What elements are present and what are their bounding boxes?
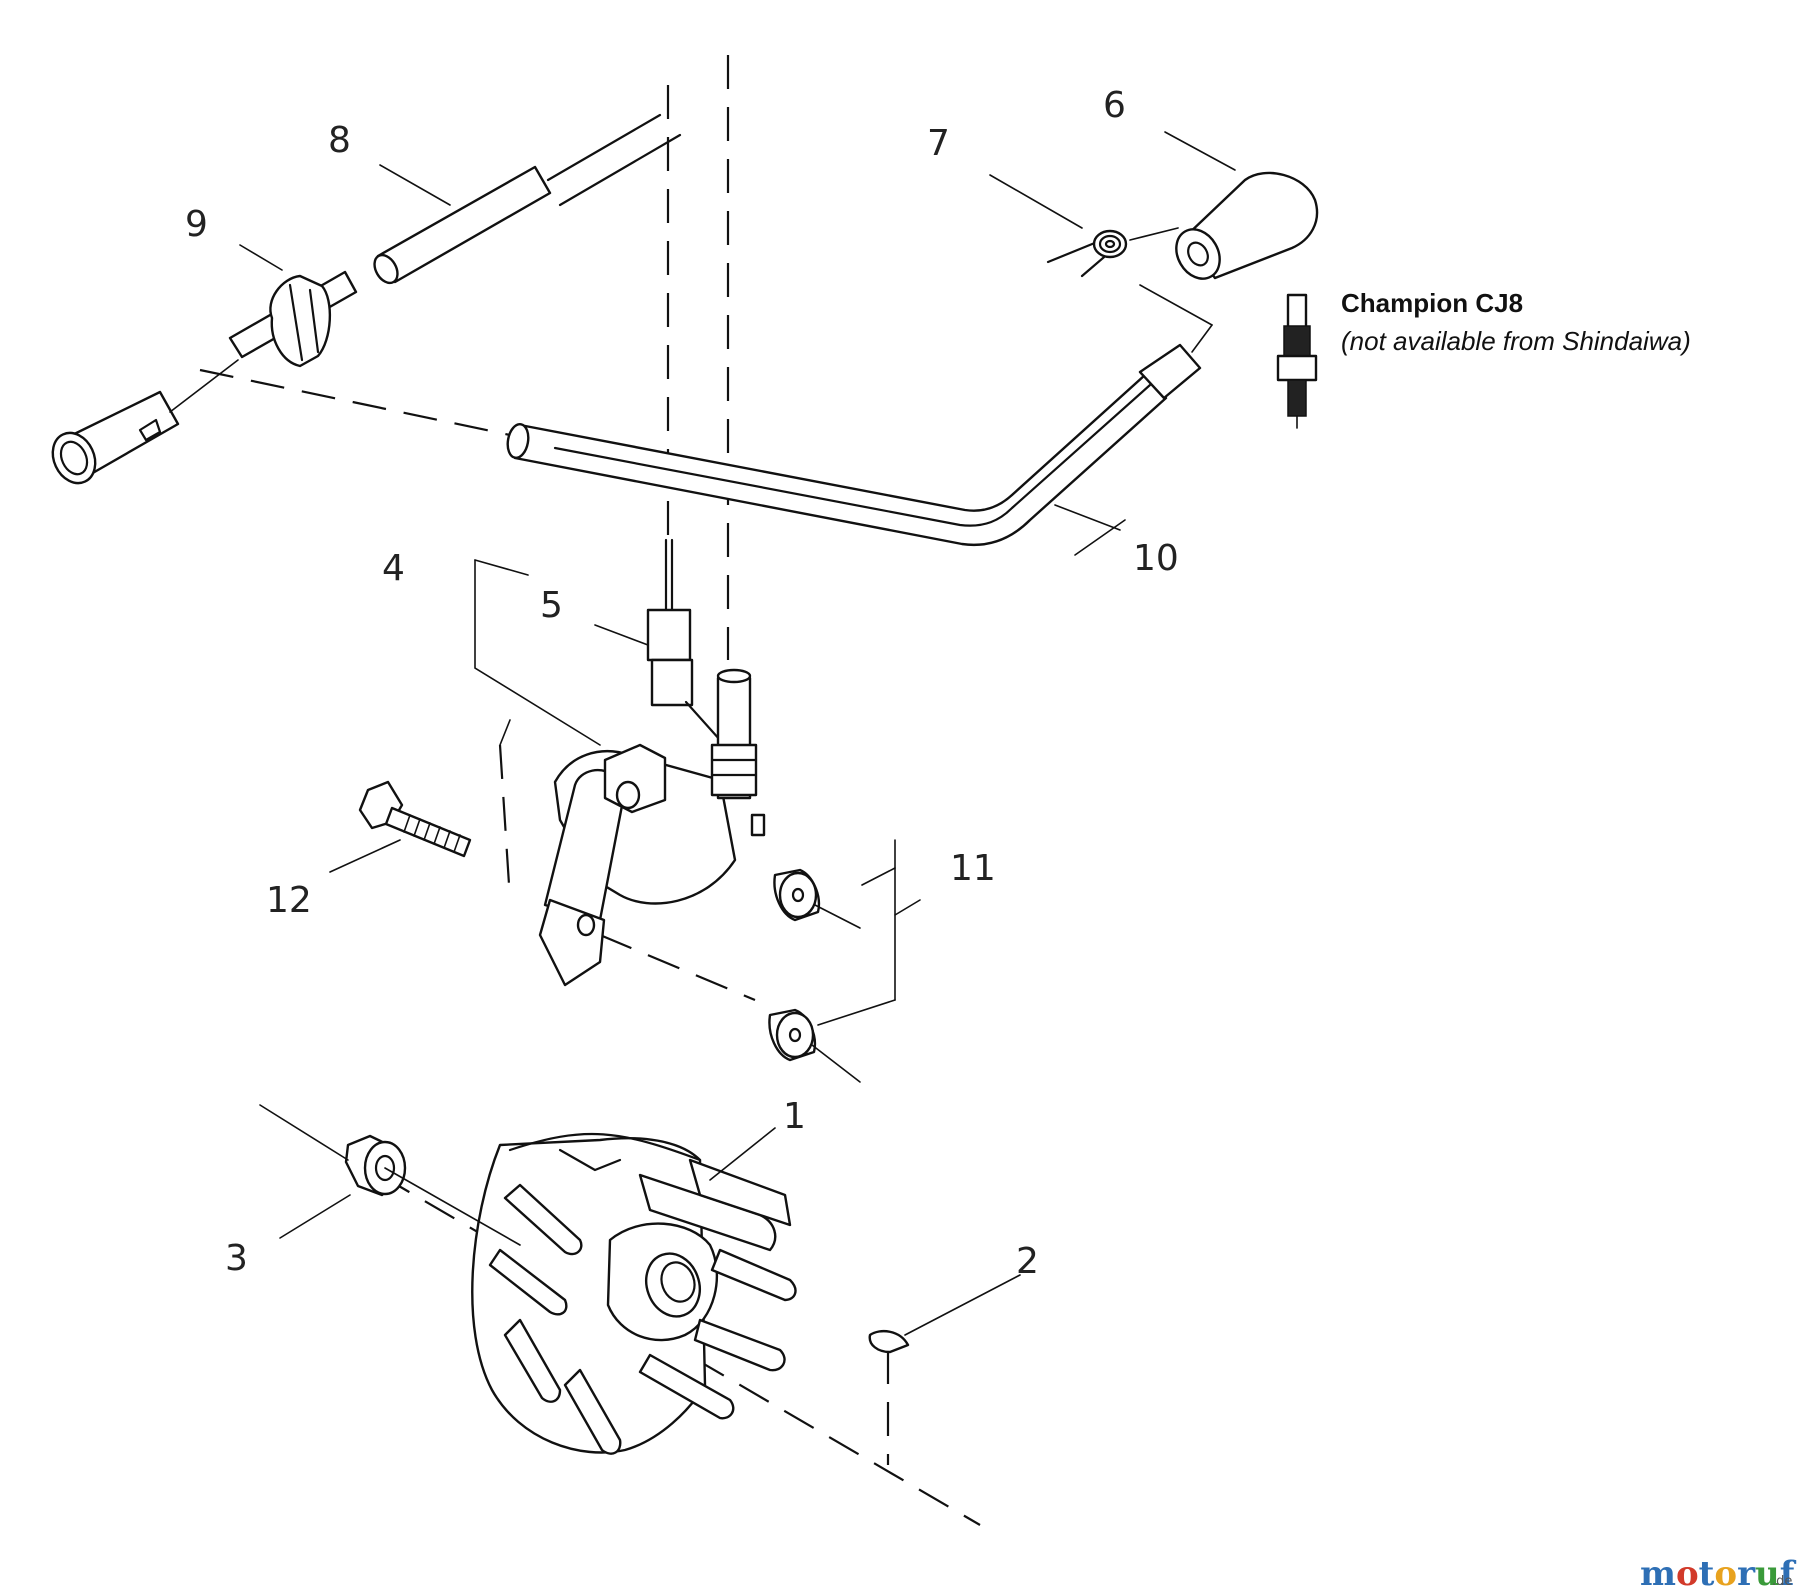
callout-3: 3 bbox=[225, 1238, 248, 1279]
callout-numbers: 1 2 3 4 5 6 7 8 9 10 11 12 bbox=[185, 85, 1179, 1282]
spark-plug-icon bbox=[1276, 293, 1318, 429]
watermark-letter: r bbox=[1737, 1554, 1756, 1594]
watermark-letter: f bbox=[1780, 1554, 1797, 1594]
watermark-letter: o bbox=[1676, 1554, 1699, 1594]
leader-lines bbox=[239, 131, 1236, 1336]
plug-boot-part bbox=[1175, 171, 1319, 280]
callout-7: 7 bbox=[927, 123, 950, 164]
cable-sleeve-part bbox=[373, 113, 682, 285]
callout-5: 5 bbox=[540, 585, 563, 626]
watermark-brand: motoruf bbox=[1640, 1554, 1797, 1594]
spark-plug-availability: (not available from Shindaiwa) bbox=[1341, 326, 1691, 356]
watermark-letter: u bbox=[1755, 1554, 1780, 1594]
watermark-letter: o bbox=[1714, 1554, 1737, 1594]
watermark-tld: .de bbox=[1772, 1574, 1792, 1589]
flywheel-part bbox=[471, 1132, 797, 1455]
spark-plug-model: Champion CJ8 bbox=[1341, 288, 1523, 318]
callout-11: 11 bbox=[950, 848, 996, 889]
callout-6: 6 bbox=[1103, 85, 1126, 126]
ht-lead-part bbox=[506, 343, 1202, 547]
callout-1: 1 bbox=[783, 1096, 806, 1137]
plug-cap-part bbox=[51, 359, 239, 485]
watermark-letter: t bbox=[1699, 1554, 1715, 1594]
spacer-lower-part bbox=[768, 1008, 861, 1083]
ht-cable-part bbox=[228, 270, 358, 368]
spring-part bbox=[1046, 227, 1179, 278]
connector-part bbox=[646, 538, 722, 742]
callout-4: 4 bbox=[382, 548, 405, 589]
watermark-letter: m bbox=[1640, 1554, 1676, 1594]
spark-plug-note: Champion CJ8 (not available from Shindai… bbox=[1341, 288, 1691, 356]
key-part bbox=[868, 1329, 910, 1354]
callout-2: 2 bbox=[1016, 1241, 1039, 1282]
watermark-logo: motoruf .de bbox=[1640, 1554, 1797, 1594]
callout-12: 12 bbox=[266, 880, 312, 921]
spacer-upper-part bbox=[773, 868, 861, 929]
callout-8: 8 bbox=[328, 120, 351, 161]
callout-9: 9 bbox=[185, 204, 208, 245]
flywheel-nut-part bbox=[344, 1134, 407, 1197]
callout-10: 10 bbox=[1133, 538, 1179, 579]
bolt-part bbox=[358, 780, 472, 858]
ignition-coil-part bbox=[538, 668, 766, 987]
